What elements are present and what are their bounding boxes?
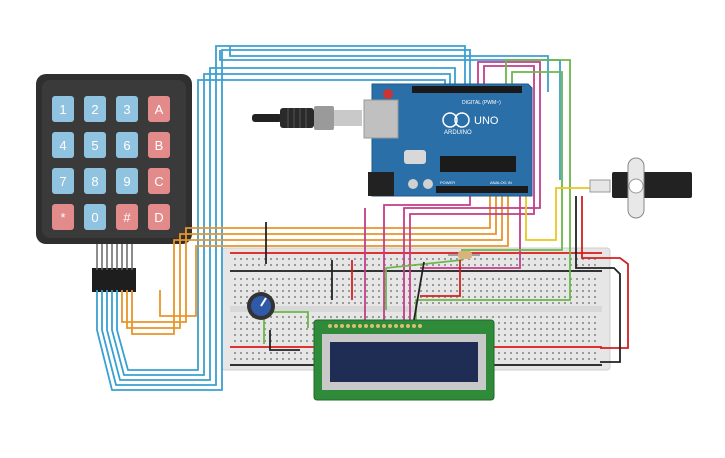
analog-header bbox=[436, 186, 528, 193]
keypad-key[interactable]: 7 bbox=[52, 168, 74, 194]
keypad[interactable]: 1 2 3 A 4 5 6 B 7 8 9 C * 0 # D bbox=[36, 74, 192, 292]
keypad-key[interactable]: # bbox=[116, 204, 138, 230]
arduino-uno-board[interactable]: ARDUINO UNO DIGITAL (PWM~) POWER ANALOG … bbox=[363, 83, 533, 197]
keypad-key-label: 9 bbox=[123, 174, 130, 189]
keypad-key-label: 1 bbox=[59, 102, 66, 117]
power-wires bbox=[265, 196, 629, 363]
potentiometer-icon[interactable] bbox=[247, 292, 275, 320]
keypad-key[interactable]: 2 bbox=[84, 96, 106, 122]
lcd-pins bbox=[328, 324, 422, 328]
keypad-key-label: # bbox=[123, 210, 131, 225]
analog-label: ANALOG IN bbox=[490, 180, 512, 185]
servo-signal-wire bbox=[525, 187, 590, 241]
keypad-key[interactable]: 1 bbox=[52, 96, 74, 122]
keypad-wires-orange bbox=[121, 192, 509, 335]
keypad-key[interactable]: 9 bbox=[116, 168, 138, 194]
digital-label: DIGITAL (PWM~) bbox=[462, 100, 501, 106]
arduino-logo-icon bbox=[442, 112, 458, 128]
keypad-key-label: * bbox=[60, 210, 65, 225]
reset-button[interactable] bbox=[383, 89, 393, 99]
keypad-key-label: 3 bbox=[123, 102, 130, 117]
keypad-key-label: 2 bbox=[91, 102, 98, 117]
keypad-key-label: 0 bbox=[91, 210, 98, 225]
power-label: POWER bbox=[440, 180, 455, 185]
usb-cable-icon bbox=[252, 106, 362, 130]
keypad-connector bbox=[92, 268, 136, 292]
keypad-key[interactable]: A bbox=[148, 96, 170, 122]
keypad-key-label: 8 bbox=[91, 174, 98, 189]
keypad-key-label: B bbox=[155, 138, 164, 153]
keypad-key-label: 7 bbox=[59, 174, 66, 189]
keypad-key[interactable]: D bbox=[148, 204, 170, 230]
keypad-key-label: 4 bbox=[59, 138, 66, 153]
keypad-key[interactable]: * bbox=[52, 204, 74, 230]
digital-header bbox=[412, 86, 522, 93]
keypad-key-label: 6 bbox=[123, 138, 130, 153]
servo-motor-icon[interactable] bbox=[589, 157, 692, 219]
keypad-key-label: 5 bbox=[91, 138, 98, 153]
resistor-icon bbox=[448, 251, 480, 259]
keypad-key[interactable]: C bbox=[148, 168, 170, 194]
keypad-key[interactable]: 8 bbox=[84, 168, 106, 194]
keypad-key[interactable]: 3 bbox=[116, 96, 138, 122]
keypad-key[interactable]: 6 bbox=[116, 132, 138, 158]
arduino-model: UNO bbox=[474, 115, 499, 127]
arduino-logo-text: ARDUINO bbox=[444, 130, 472, 136]
keypad-keys[interactable]: 1 2 3 A 4 5 6 B 7 8 9 C * 0 # D bbox=[52, 96, 170, 230]
keypad-key[interactable]: 0 bbox=[84, 204, 106, 230]
keypad-key[interactable]: 5 bbox=[84, 132, 106, 158]
keypad-key-label: A bbox=[155, 102, 164, 117]
lcd-display[interactable] bbox=[313, 319, 495, 401]
keypad-key[interactable]: B bbox=[148, 132, 170, 158]
lcd-wires-pink bbox=[364, 61, 541, 320]
keypad-wires-blue bbox=[96, 45, 561, 391]
keypad-key-label: D bbox=[154, 210, 163, 225]
keypad-key-label: C bbox=[154, 174, 163, 189]
lcd-screen bbox=[330, 342, 478, 382]
atmega-chip bbox=[440, 156, 516, 172]
keypad-key[interactable]: 4 bbox=[52, 132, 74, 158]
